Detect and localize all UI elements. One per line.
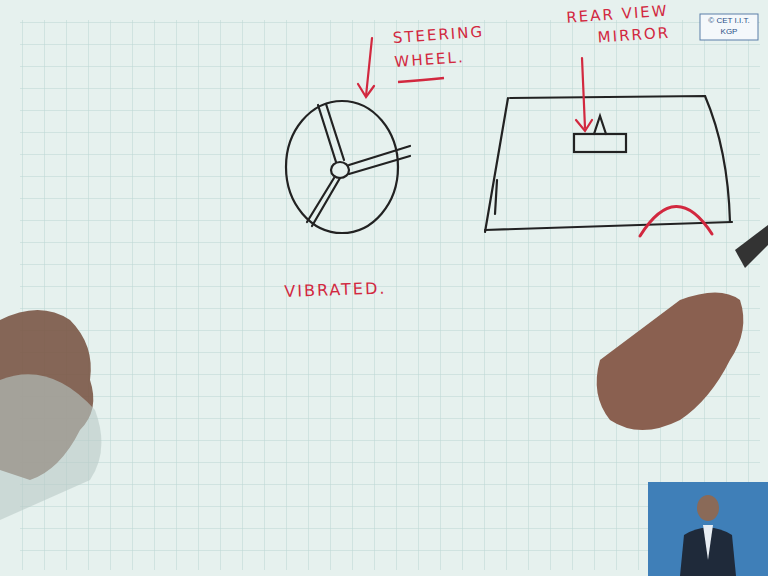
steering-wheel-sketch	[286, 101, 410, 233]
underline	[398, 78, 444, 82]
watermark: © CET I.I.T. KGP	[702, 15, 756, 37]
presenter-head	[697, 495, 719, 521]
presenter-inset	[648, 482, 768, 576]
windshield-sketch	[485, 96, 732, 232]
handwritten-note: VIBRATED.	[284, 278, 387, 302]
pen	[735, 225, 768, 268]
presenter-shirt	[703, 525, 713, 560]
hand	[597, 293, 744, 431]
handwritten-note: REAR VIEW MIRROR	[548, 0, 671, 52]
pointer-arrow	[358, 38, 374, 97]
watermark-box	[700, 14, 758, 40]
pointer-arrow	[576, 58, 712, 236]
handwritten-note: STEERING WHEEL.	[392, 21, 465, 74]
shadow	[0, 374, 101, 520]
